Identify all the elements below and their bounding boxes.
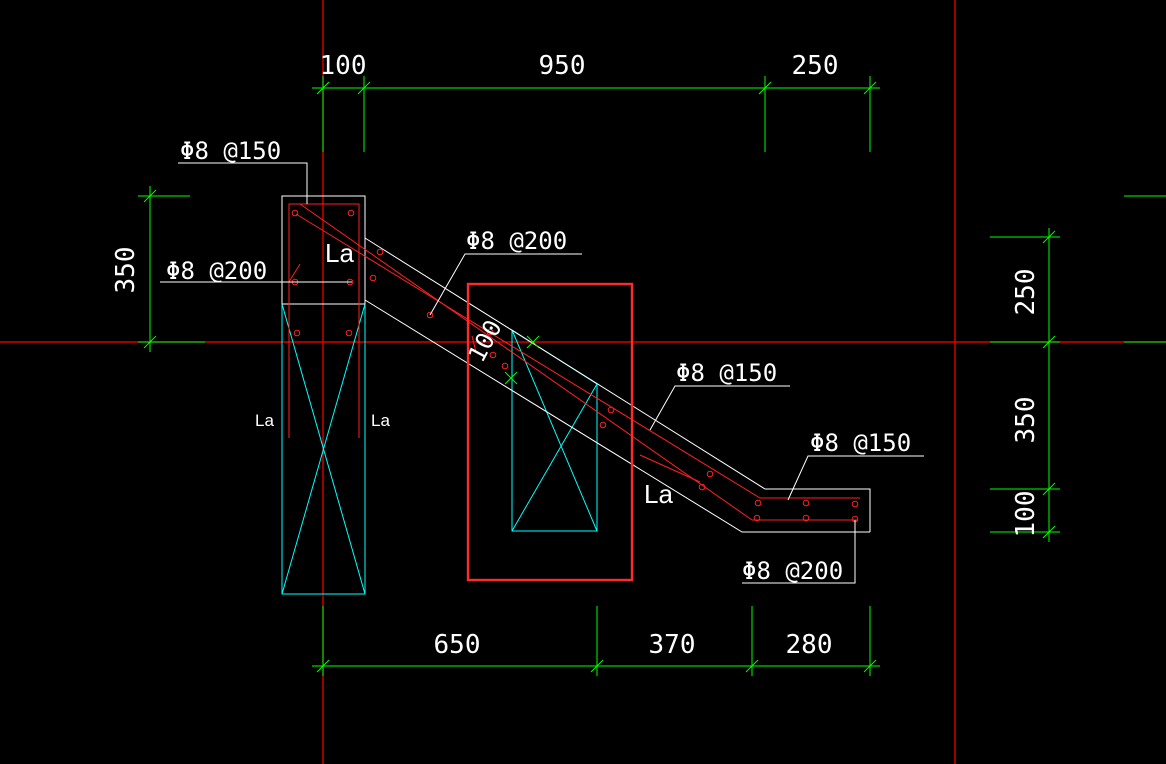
la-label-right: La — [371, 411, 390, 430]
rebar-label-slab-top: Φ8 @200 — [466, 227, 567, 255]
rebar-label-landing-top: Φ8 @150 — [810, 429, 911, 457]
dim-bottom-3: 280 — [786, 630, 833, 660]
slab-top-edge — [364, 237, 871, 532]
slab-bottom-edge — [364, 299, 870, 533]
dimension-lines — [138, 76, 1166, 676]
la-label-upper: La — [325, 238, 354, 268]
dim-left-1: 350 — [111, 247, 141, 294]
dimension-texts: 100 950 250 650 370 280 350 250 350 100 — [111, 51, 1041, 660]
rebar — [288, 203, 860, 521]
dim-top-1: 100 — [320, 51, 367, 81]
dim-right-3: 100 — [1011, 491, 1041, 538]
rebar-label-landing-bottom: Φ8 @200 — [742, 557, 843, 585]
rebar-label-slab-right: Φ8 @150 — [676, 359, 777, 387]
column-middle — [511, 329, 598, 532]
anchorage-labels: La La La La — [255, 238, 673, 509]
dim-top-3: 250 — [792, 51, 839, 81]
la-label-left: La — [255, 411, 274, 430]
dim-right-1: 250 — [1011, 269, 1041, 316]
highlight-box[interactable] — [466, 282, 634, 582]
dim-top-2: 950 — [539, 51, 586, 81]
dim-right-2: 350 — [1011, 397, 1041, 444]
la-label-lower: La — [644, 479, 673, 509]
dim-bottom-1: 650 — [434, 630, 481, 660]
concrete-outline — [281, 195, 871, 533]
dim-bottom-2: 370 — [649, 630, 696, 660]
leader-lines — [160, 162, 924, 584]
section-marks — [504, 335, 540, 385]
rebar-annotations: Φ8 @150 Φ8 @200 Φ8 @200 Φ8 @150 Φ8 @150 … — [166, 137, 911, 585]
rebar-label-top-left: Φ8 @150 — [180, 137, 281, 165]
rebar-label-left-mid: Φ8 @200 — [166, 257, 267, 285]
